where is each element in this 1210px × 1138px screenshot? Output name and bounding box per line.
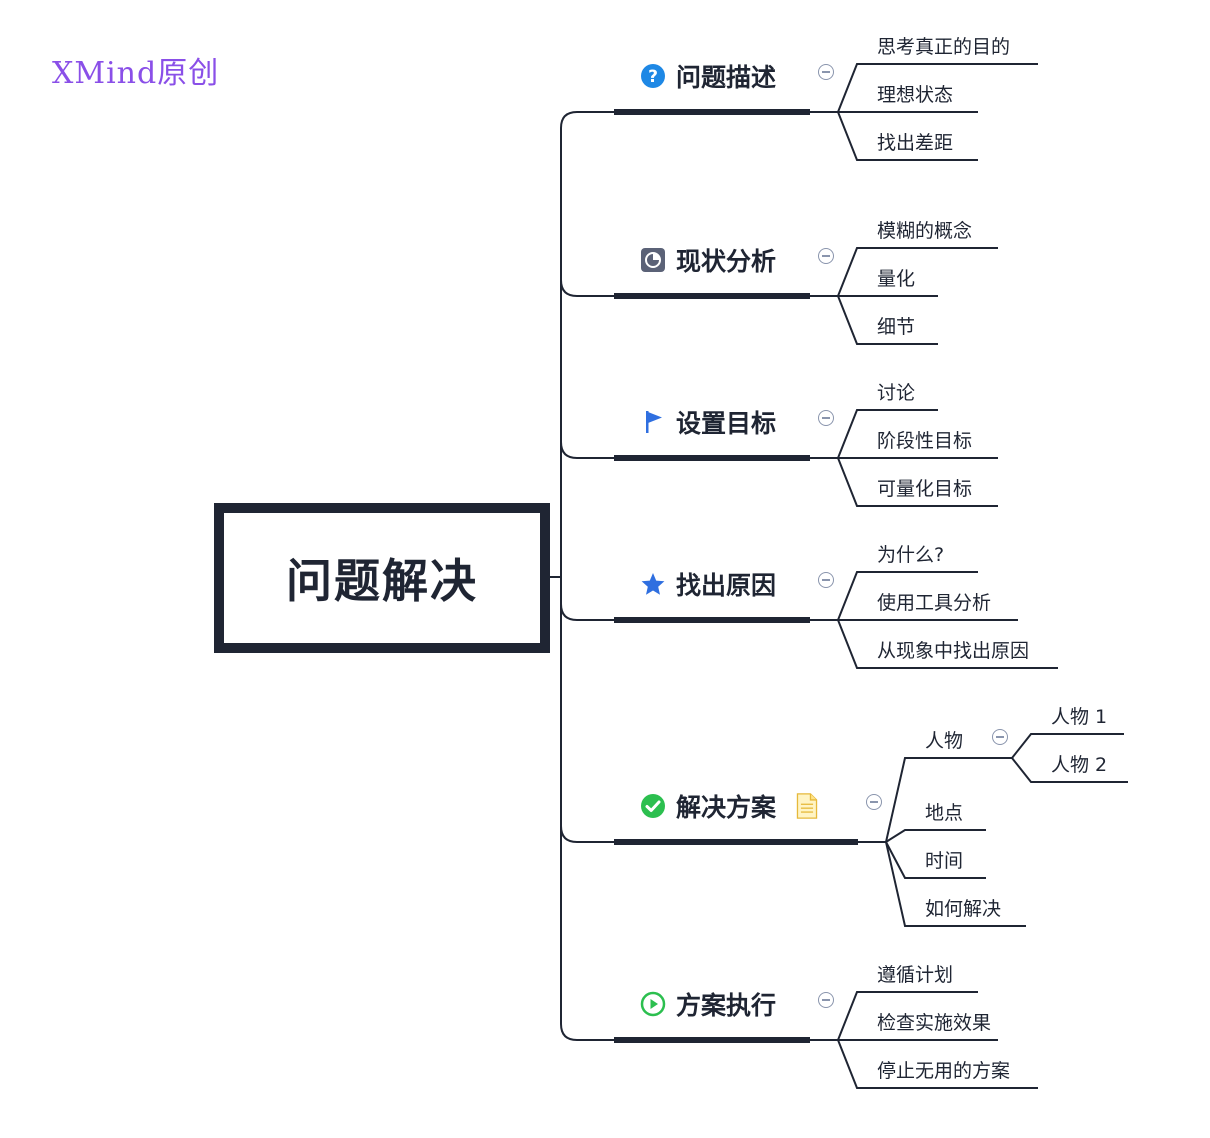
sub-leaf-topic[interactable]: 人物 2 bbox=[1051, 754, 1108, 776]
leaf-topic[interactable]: 阶段性目标 bbox=[877, 430, 973, 452]
leaf-topic[interactable]: 检查实施效果 bbox=[877, 1012, 992, 1034]
leaf-topic[interactable]: 理想状态 bbox=[877, 84, 954, 106]
branch-solutions[interactable]: 解决方案 bbox=[640, 788, 820, 824]
collapse-toggle-set-goals[interactable] bbox=[818, 410, 834, 426]
root-topic[interactable]: 问题解决 bbox=[214, 503, 550, 653]
note-icon[interactable] bbox=[794, 793, 820, 819]
branch-label: 问题描述 bbox=[676, 63, 777, 92]
check-circle-icon bbox=[641, 794, 665, 818]
branch-execution[interactable]: 方案执行 bbox=[640, 986, 776, 1022]
leaf-topic[interactable]: 从现象中找出原因 bbox=[877, 640, 1030, 662]
collapse-toggle-person[interactable] bbox=[992, 729, 1008, 745]
sub-leaf-connector bbox=[1011, 733, 1124, 759]
leaf-connector bbox=[837, 457, 998, 507]
branch-problem-description[interactable]: ? 问题描述 bbox=[640, 58, 776, 94]
branch-find-causes[interactable]: 找出原因 bbox=[640, 566, 776, 602]
leaf-connector bbox=[837, 409, 938, 459]
collapse-toggle-find-causes[interactable] bbox=[818, 572, 834, 588]
leaf-topic[interactable]: 遵循计划 bbox=[877, 964, 954, 986]
sub-leaf-topic[interactable]: 人物 1 bbox=[1051, 706, 1108, 728]
branch-connector bbox=[560, 825, 614, 843]
leaf-topic[interactable]: 地点 bbox=[925, 802, 964, 824]
leaf-connector bbox=[885, 829, 986, 843]
leaf-connector bbox=[885, 841, 986, 879]
leaf-topic[interactable]: 思考真正的目的 bbox=[877, 36, 1011, 58]
leaf-connector bbox=[837, 111, 978, 161]
leaf-topic[interactable]: 找出差距 bbox=[877, 132, 954, 154]
leaf-connector bbox=[837, 991, 978, 1041]
leaf-connector bbox=[837, 295, 938, 345]
leaf-connector bbox=[837, 571, 978, 621]
leaf-connector bbox=[885, 841, 1026, 927]
branch-label: 解决方案 bbox=[676, 793, 777, 822]
question-circle-icon: ? bbox=[641, 64, 665, 88]
leaf-topic[interactable]: 可量化目标 bbox=[877, 478, 973, 500]
pie-chart-icon bbox=[641, 248, 665, 272]
collapse-toggle-problem-description[interactable] bbox=[818, 64, 834, 80]
leaf-connector bbox=[837, 247, 998, 297]
branch-label: 设置目标 bbox=[676, 409, 777, 438]
svg-text:?: ? bbox=[648, 67, 658, 87]
branch-set-goals[interactable]: 设置目标 bbox=[640, 404, 776, 440]
branch-connector bbox=[560, 111, 614, 129]
collapse-toggle-status-analysis[interactable] bbox=[818, 248, 834, 264]
branch-connector bbox=[560, 1023, 614, 1041]
collapse-toggle-execution[interactable] bbox=[818, 992, 834, 1008]
branch-label: 现状分析 bbox=[676, 247, 777, 276]
leaf-topic[interactable]: 模糊的概念 bbox=[877, 220, 973, 242]
leaf-connector bbox=[837, 1039, 1038, 1089]
leaf-topic[interactable]: 如何解决 bbox=[925, 898, 1002, 920]
leaf-topic[interactable]: 量化 bbox=[877, 268, 916, 290]
leaf-topic[interactable]: 为什么? bbox=[877, 544, 945, 566]
watermark-text: XMind原创 bbox=[52, 56, 220, 91]
collapse-toggle-solutions[interactable] bbox=[866, 794, 882, 810]
leaf-topic-person[interactable]: 人物 bbox=[925, 730, 964, 752]
star-icon bbox=[641, 573, 665, 595]
branch-connector bbox=[560, 279, 614, 297]
play-circle-icon bbox=[640, 991, 666, 1017]
leaf-topic[interactable]: 细节 bbox=[877, 316, 916, 338]
leaf-connector bbox=[837, 63, 1038, 113]
leaf-topic[interactable]: 讨论 bbox=[877, 382, 916, 404]
leaf-topic[interactable]: 时间 bbox=[925, 850, 964, 872]
root-topic-label: 问题解决 bbox=[286, 554, 478, 608]
branch-status-analysis[interactable]: 现状分析 bbox=[640, 242, 776, 278]
leaf-connector bbox=[837, 619, 1058, 669]
leaf-connector bbox=[885, 757, 1012, 843]
branch-label: 找出原因 bbox=[676, 571, 777, 600]
leaf-topic[interactable]: 使用工具分析 bbox=[877, 592, 992, 614]
branch-connector bbox=[560, 603, 614, 621]
sub-leaf-connector bbox=[1011, 757, 1128, 783]
branch-connector bbox=[560, 441, 614, 459]
flag-icon bbox=[646, 411, 662, 433]
branch-label: 方案执行 bbox=[676, 991, 777, 1020]
leaf-topic[interactable]: 停止无用的方案 bbox=[877, 1060, 1011, 1082]
